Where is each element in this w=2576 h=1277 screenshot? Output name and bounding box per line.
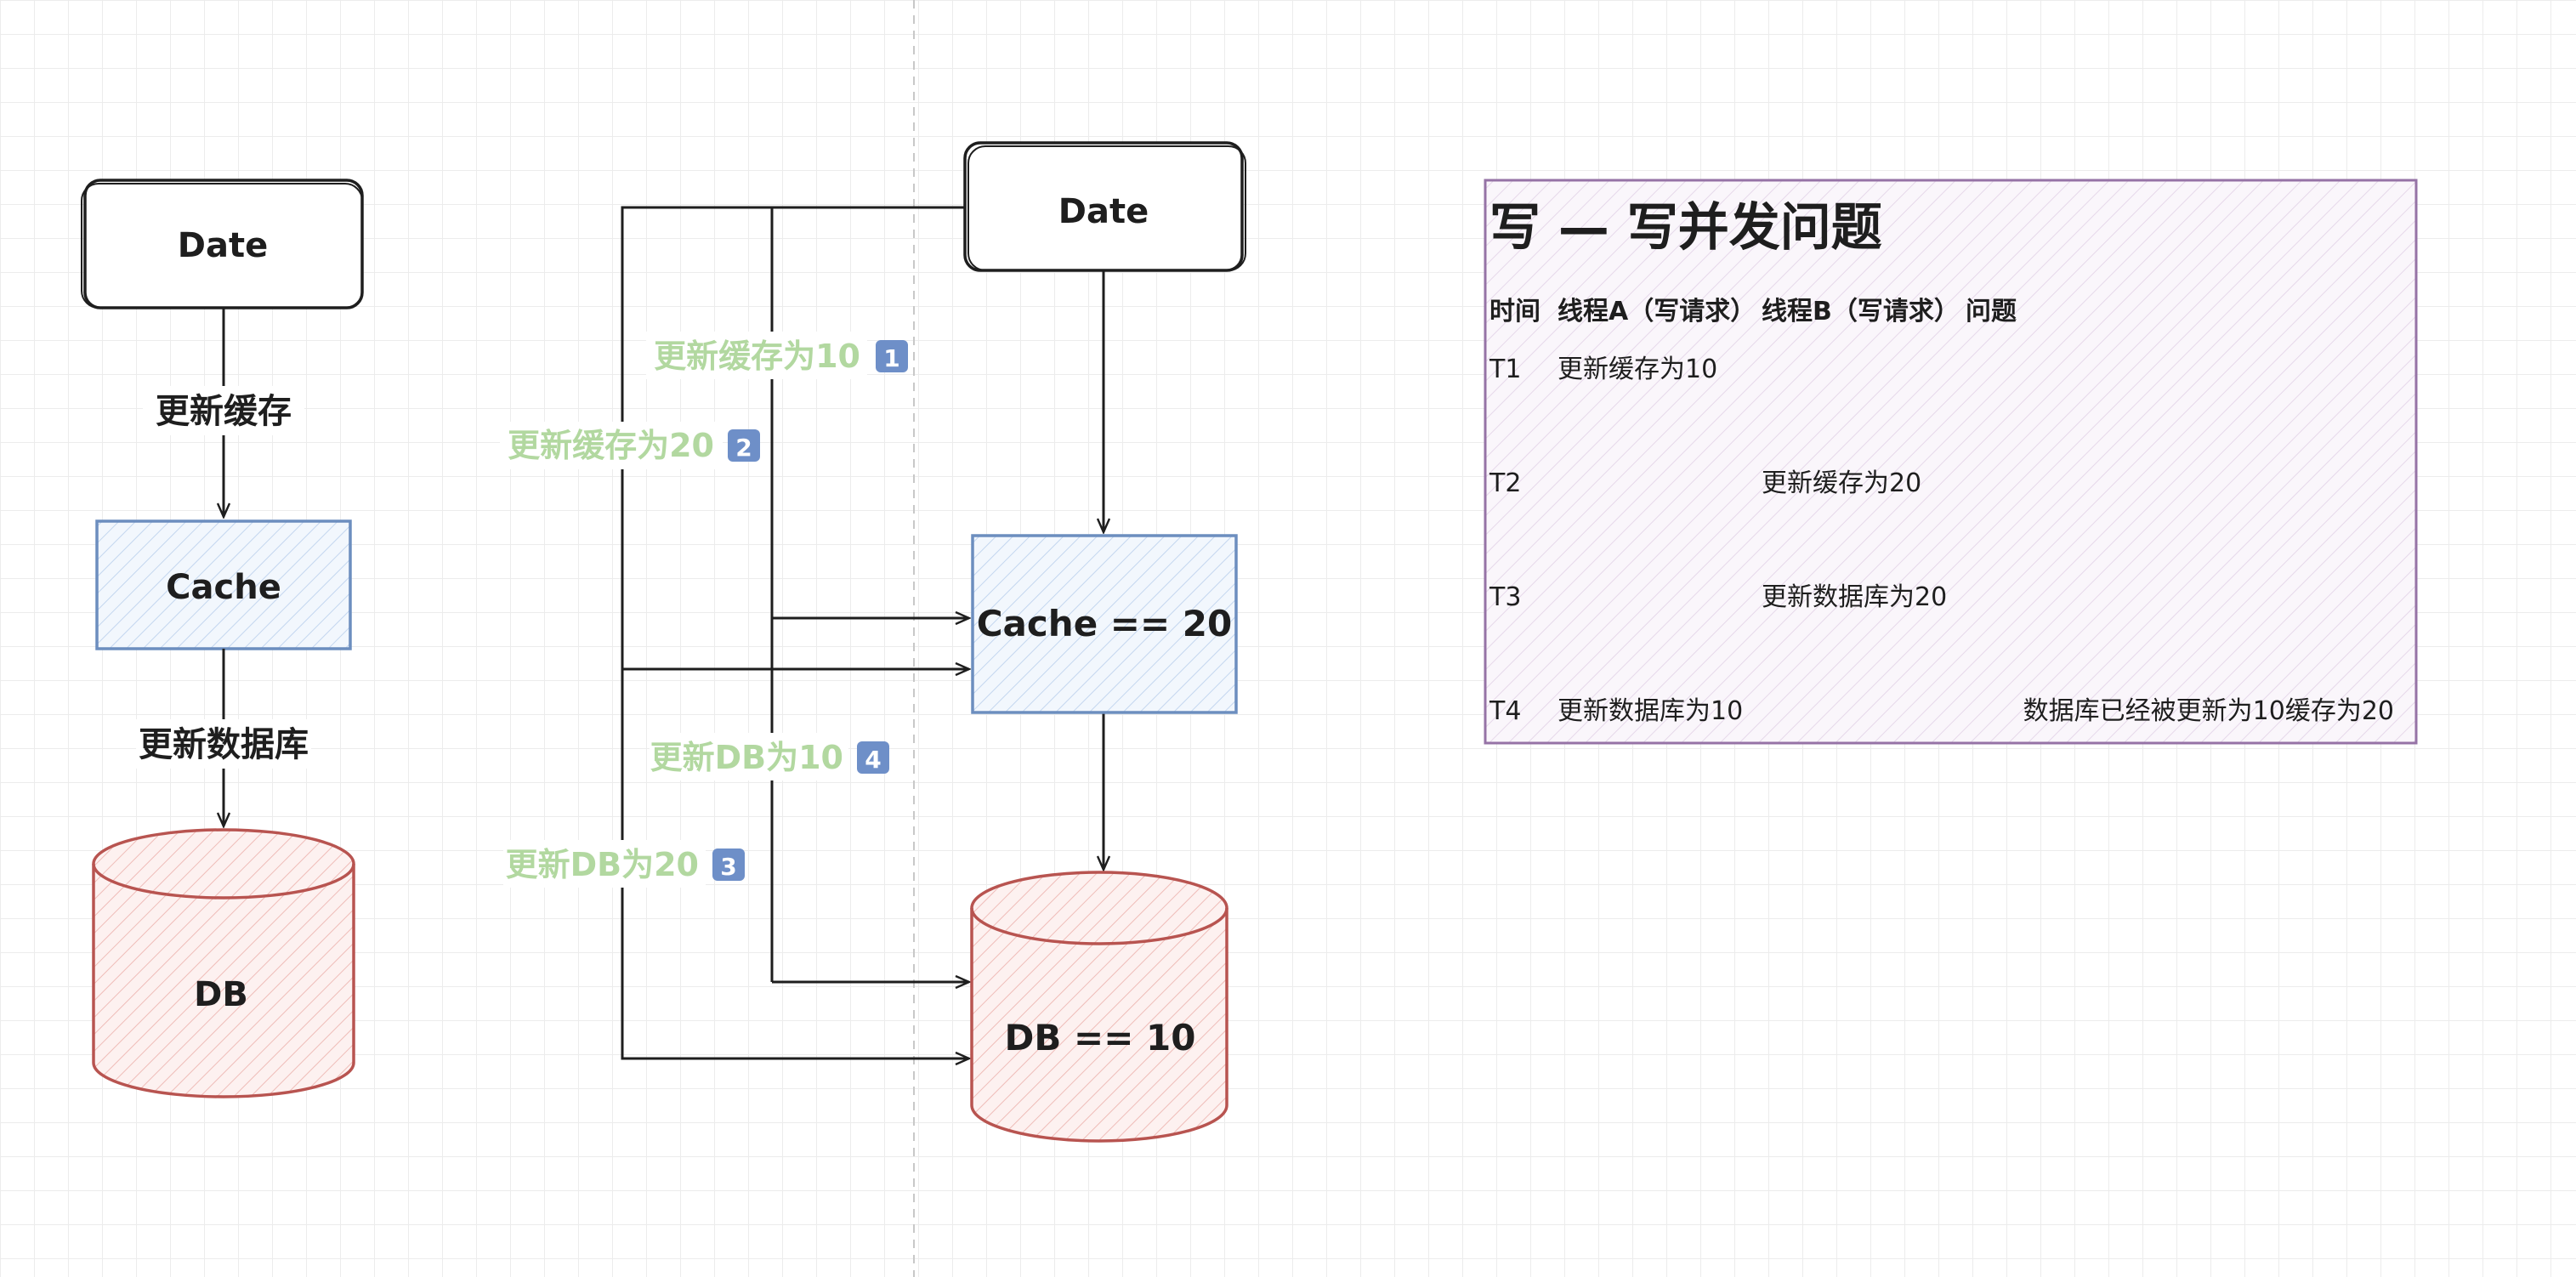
right-flow: Date Cache == 20 DB == 10 更新缓存为10 1 更新缓存… — [500, 141, 1246, 1143]
left-edge2-label: 更新数据库 — [139, 725, 309, 764]
header-thread-a: 线程A（写请求） — [1558, 297, 1756, 326]
table-row: T1 更新缓存为10 — [1489, 355, 1717, 384]
left-cache-label: Cache — [166, 568, 281, 607]
step-text: 更新缓存为20 — [508, 427, 714, 464]
row-time: T1 — [1489, 355, 1521, 384]
right-db-cylinder[interactable] — [970, 871, 1228, 1143]
step-text: 更新缓存为10 — [654, 338, 860, 375]
right-date-box-sketch — [967, 145, 1246, 271]
badge-number: 3 — [720, 853, 736, 881]
right-cache-box[interactable] — [971, 534, 1238, 714]
row-time: T4 — [1489, 696, 1521, 726]
row-thread-a: 更新数据库为10 — [1558, 696, 1743, 726]
right-date-label: Date — [1058, 192, 1149, 231]
arrow-step3 — [621, 669, 969, 1058]
table-title: 写 — 写并发问题 — [1489, 198, 1882, 258]
left-date-box-sketch — [81, 183, 363, 309]
badge-number: 4 — [865, 746, 881, 774]
row-thread-b: 更新缓存为20 — [1762, 468, 1921, 498]
right-cache-label: Cache == 20 — [977, 603, 1233, 644]
table-row: T3 更新数据库为20 — [1489, 582, 1947, 612]
badge-icon — [728, 429, 760, 462]
badge-number: 1 — [883, 344, 899, 372]
step-text: 更新DB为10 — [650, 739, 843, 776]
left-edge2-bg — [136, 719, 311, 769]
badge-icon — [876, 340, 908, 372]
badge-number: 2 — [735, 434, 752, 462]
step-label-3: 更新DB为20 3 — [503, 840, 745, 888]
left-flow: Date 更新缓存 Cache 更新数据库 DB — [81, 179, 364, 1098]
row-time: T3 — [1489, 582, 1521, 612]
row-thread-b: 更新数据库为20 — [1762, 582, 1947, 612]
concurrency-table: 写 — 写并发问题 时间 线程A（写请求） 线程B（写请求） 问题 T1 更新缓… — [1484, 179, 2418, 745]
left-db-label: DB — [194, 975, 248, 1014]
table-frame — [1484, 179, 2418, 745]
step-label-2: 更新缓存为20 2 — [500, 422, 760, 469]
step-label-1: 更新缓存为10 1 — [646, 332, 908, 379]
left-date-label: Date — [178, 226, 268, 265]
header-issue: 问题 — [1966, 297, 2017, 326]
row-thread-a: 更新缓存为10 — [1558, 355, 1717, 384]
left-edge1-label: 更新缓存 — [156, 392, 292, 431]
row-time: T2 — [1489, 468, 1521, 498]
header-thread-b: 线程B（写请求） — [1762, 297, 1960, 326]
left-db-top-rim — [92, 863, 355, 900]
badge-icon — [712, 848, 745, 881]
row-issue: 数据库已经被更新为10缓存为20 — [2023, 696, 2394, 726]
conn-line-2 — [770, 206, 965, 982]
table-row: T4 更新数据库为10 数据库已经被更新为10缓存为20 — [1489, 696, 2394, 726]
left-db-cylinder[interactable] — [92, 828, 355, 1098]
left-edge1-bg — [143, 386, 304, 435]
badge-icon — [857, 741, 889, 774]
step-label-4: 更新DB为10 4 — [650, 733, 889, 780]
header-time: 时间 — [1489, 297, 1540, 326]
right-db-top-rim — [970, 907, 1228, 945]
step-text: 更新DB为20 — [506, 846, 699, 883]
right-db-label: DB == 10 — [1005, 1017, 1196, 1058]
table-row: T2 更新缓存为20 — [1489, 468, 1921, 498]
